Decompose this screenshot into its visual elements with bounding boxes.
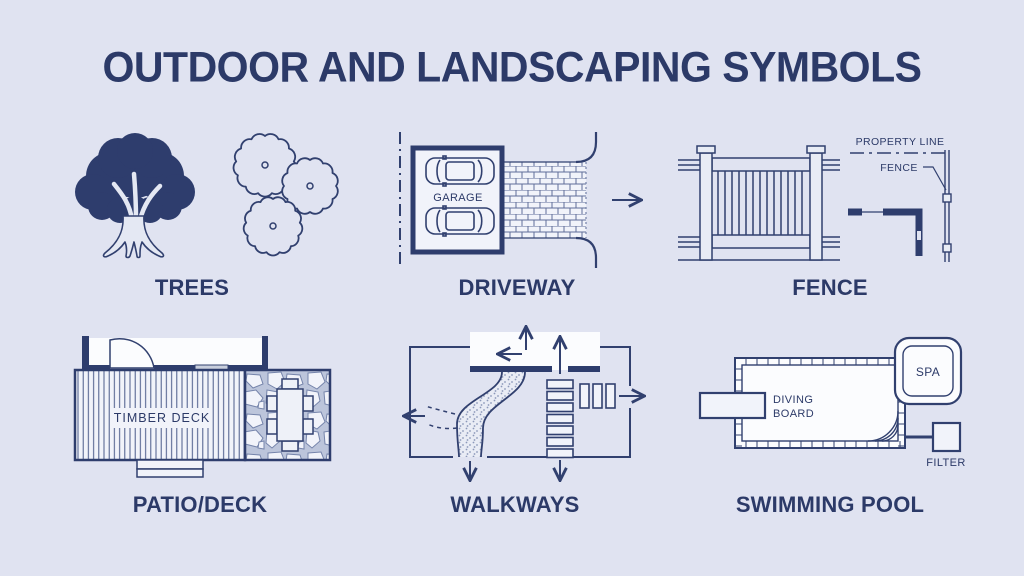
label-fence: FENCE — [792, 275, 868, 300]
fence-plan-line — [942, 150, 952, 262]
page-title: OUTDOOR AND LANDSCAPING SYMBOLS — [102, 43, 922, 91]
deck-steps — [136, 459, 204, 478]
fence-symbol: PROPERTY LINE FENCE — [678, 136, 952, 262]
brick-driveway — [502, 162, 586, 238]
timber-deck-label: TIMBER DECK — [114, 411, 210, 425]
diving-board-label-line1: DIVING — [773, 394, 813, 406]
swimming-pool-symbol: DIVING BOARD SPA FILTER — [698, 336, 965, 469]
curved-path-icon — [456, 371, 526, 458]
fence-plan-annotations: PROPERTY LINE FENCE — [848, 136, 952, 262]
patio-deck-symbol: TIMBER DECK — [73, 336, 332, 478]
filter-icon: FILTER — [905, 421, 965, 469]
walkways-symbol — [395, 322, 647, 486]
tree-plan-icon — [232, 133, 298, 198]
fence-leader-line — [923, 166, 947, 191]
driveway-flare-top — [575, 132, 598, 164]
yard-boundary — [409, 346, 631, 458]
fence-note-label: FENCE — [880, 162, 918, 174]
property-line-label: PROPERTY LINE — [856, 136, 945, 148]
label-walkways: WALKWAYS — [450, 492, 580, 517]
door-swing-icon — [109, 337, 155, 369]
driveway-flare-bottom — [575, 236, 598, 268]
diving-board-label-line2: BOARD — [773, 408, 814, 420]
tree-elevation-icon — [75, 133, 195, 259]
label-swimming-pool: SWIMMING POOL — [735, 492, 925, 517]
path-branch-dashed — [424, 405, 458, 430]
deck-label-bg — [113, 408, 211, 428]
fence-elevation-icon — [678, 145, 840, 261]
fence-corner-symbol — [848, 208, 923, 256]
tree-plan-icons — [232, 133, 339, 257]
driveway-symbol: GARAGE — [399, 132, 652, 268]
tree-plan-icon — [281, 157, 339, 215]
table-and-chairs-icon — [266, 378, 314, 452]
garage-label: GARAGE — [433, 192, 482, 204]
trees-symbol — [75, 133, 339, 259]
label-driveway: DRIVEWAY — [458, 275, 576, 300]
tree-plan-icon — [242, 196, 304, 257]
garage-box: GARAGE — [410, 145, 505, 255]
pool-steps-icon — [867, 410, 899, 442]
spa-icon: SPA — [893, 336, 963, 406]
filter-label: FILTER — [926, 457, 965, 469]
label-trees: TREES — [154, 275, 230, 300]
building-footprint — [470, 332, 600, 372]
stepping-stones-icon — [546, 379, 616, 459]
spa-label: SPA — [916, 365, 940, 379]
diving-board-icon — [698, 391, 767, 420]
house-wall — [82, 336, 268, 372]
direction-arrows — [405, 328, 643, 479]
label-patio-deck: PATIO/DECK — [132, 492, 268, 517]
fence-balusters — [717, 171, 803, 235]
